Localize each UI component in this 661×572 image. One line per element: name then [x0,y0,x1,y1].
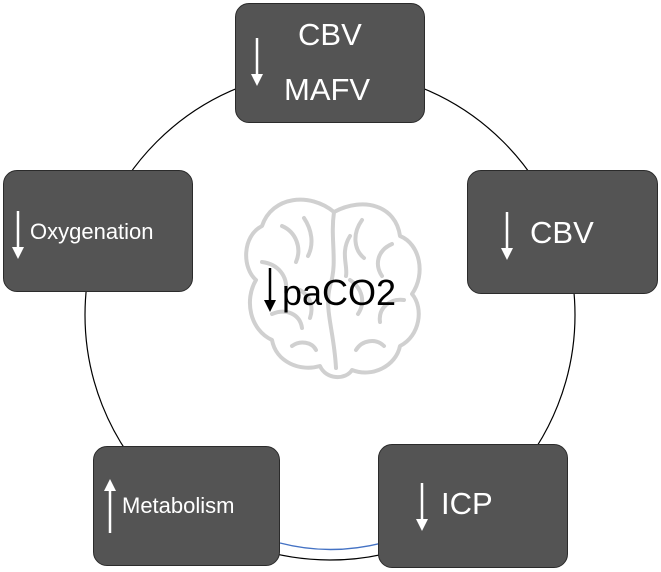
node-bottom-left: Metabolism [93,446,280,566]
highlight-arc [279,542,383,551]
node-bottom-right-label: ICP [441,486,493,521]
node-top: CBV MAFV [235,3,425,123]
center-down-arrow-icon [264,268,276,312]
down-arrow-icon [416,483,428,531]
node-left-label: Oxygenation [30,219,154,244]
node-top-line-1: CBV [298,17,362,52]
node-left: Oxygenation [3,170,193,292]
down-arrow-icon [12,211,24,259]
node-bottom-left-label: Metabolism [122,493,235,518]
node-bottom-right: ICP [378,444,568,568]
up-arrow-icon [104,479,116,533]
node-right: CBV [467,170,658,294]
brain-icon [244,197,422,379]
node-right-label: CBV [530,215,594,250]
center-label: paCO2 [282,272,397,313]
down-arrow-icon [251,38,263,86]
node-top-line-2: MAFV [284,72,371,107]
down-arrow-icon [501,212,513,260]
